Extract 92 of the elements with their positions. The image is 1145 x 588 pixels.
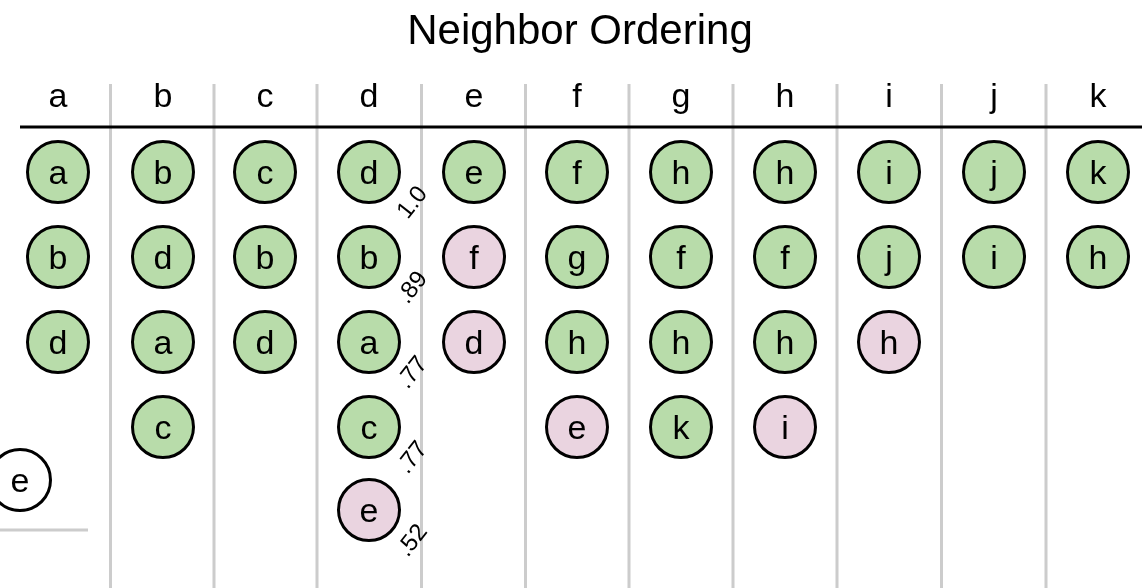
node-label: k <box>1089 155 1107 189</box>
node-label: j <box>885 240 893 274</box>
column-header: g <box>670 76 692 115</box>
node-circle <box>26 225 90 289</box>
node-label: i <box>781 410 789 444</box>
node-label: h <box>775 155 795 189</box>
column-header: j <box>988 76 999 115</box>
node-label: c <box>256 155 274 189</box>
node-circle <box>337 225 401 289</box>
node-label: i <box>990 240 998 274</box>
node-circle <box>337 478 401 542</box>
similarity-score: .52 <box>390 518 433 562</box>
node-label: f <box>780 240 790 274</box>
node-circle <box>26 310 90 374</box>
node-label: h <box>567 325 587 359</box>
node-label: a <box>359 325 379 359</box>
node-circle <box>131 140 195 204</box>
node-circle <box>649 395 713 459</box>
column-header: h <box>774 76 796 115</box>
node-circle <box>962 140 1026 204</box>
node-label: c <box>360 410 378 444</box>
node-label: e <box>10 463 30 497</box>
node-circle <box>131 225 195 289</box>
column-header: d <box>358 76 380 115</box>
column-header: c <box>255 76 275 115</box>
node-label: f <box>676 240 686 274</box>
node-circle <box>442 140 506 204</box>
node-circle <box>0 448 52 512</box>
node-circle <box>233 140 297 204</box>
node-circle <box>1066 225 1130 289</box>
node-label: d <box>464 325 484 359</box>
node-circle <box>753 140 817 204</box>
column-header: b <box>152 76 174 115</box>
node-label: e <box>359 493 379 527</box>
node-label: h <box>671 155 691 189</box>
column-header: e <box>463 76 485 115</box>
node-circle <box>545 395 609 459</box>
node-circle <box>857 225 921 289</box>
node-circle <box>337 395 401 459</box>
similarity-score: .77 <box>390 350 433 394</box>
node-label: d <box>48 325 68 359</box>
node-circle <box>131 310 195 374</box>
node-label: e <box>464 155 484 189</box>
node-circle <box>545 310 609 374</box>
node-circle <box>545 140 609 204</box>
node-circle <box>233 225 297 289</box>
node-circle <box>337 310 401 374</box>
node-circle <box>442 310 506 374</box>
node-label: h <box>1088 240 1108 274</box>
similarity-score: .77 <box>390 435 433 479</box>
node-label: f <box>572 155 582 189</box>
column-header: a <box>47 76 69 115</box>
node-circle <box>649 225 713 289</box>
node-label: g <box>567 240 587 274</box>
node-label: k <box>672 410 690 444</box>
node-circle <box>962 225 1026 289</box>
node-circle <box>545 225 609 289</box>
node-label: a <box>153 325 173 359</box>
node-label: e <box>567 410 587 444</box>
similarity-score: .89 <box>390 265 433 309</box>
node-label: b <box>48 240 68 274</box>
node-circle <box>649 140 713 204</box>
node-label: d <box>153 240 173 274</box>
node-circle <box>857 140 921 204</box>
node-circle <box>26 140 90 204</box>
node-label: d <box>359 155 379 189</box>
column-header: k <box>1088 76 1108 115</box>
node-label: b <box>359 240 379 274</box>
node-label: h <box>775 325 795 359</box>
node-label: b <box>153 155 173 189</box>
node-circle <box>1066 140 1130 204</box>
node-label: h <box>879 325 899 359</box>
node-label: d <box>255 325 275 359</box>
node-circle <box>753 310 817 374</box>
node-label: c <box>154 410 172 444</box>
node-label: j <box>990 155 998 189</box>
diagram-title: Neighbor Ordering <box>406 6 754 54</box>
node-circle <box>131 395 195 459</box>
column-header: i <box>884 76 894 115</box>
node-label: h <box>671 325 691 359</box>
node-label: a <box>48 155 68 189</box>
node-label: f <box>469 240 479 274</box>
node-circle <box>442 225 506 289</box>
node-circle <box>753 225 817 289</box>
node-circle <box>857 310 921 374</box>
node-label: i <box>885 155 893 189</box>
node-circle <box>233 310 297 374</box>
node-circle <box>649 310 713 374</box>
column-header: f <box>571 76 583 115</box>
similarity-score: 1.0 <box>390 180 433 224</box>
node-circle <box>753 395 817 459</box>
node-label: b <box>255 240 275 274</box>
